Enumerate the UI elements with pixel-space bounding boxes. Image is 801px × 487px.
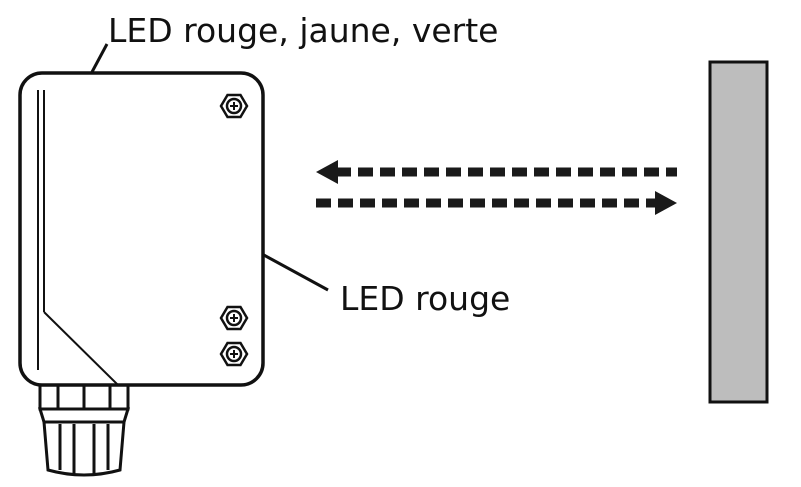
label-led-rouge: LED rouge <box>340 279 510 318</box>
cable-gland <box>37 381 131 477</box>
leader-line-side <box>261 252 329 292</box>
leader-line-top <box>90 43 109 73</box>
arrow-left-icon <box>316 160 677 184</box>
screw-icon <box>219 341 249 367</box>
sensor-body <box>18 71 265 387</box>
screw-icon <box>219 305 249 331</box>
label-led-rouge-jaune-verte: LED rouge, jaune, verte <box>108 11 498 50</box>
arrow-right-icon <box>316 191 677 215</box>
screw-icon <box>219 93 249 119</box>
reflector-target <box>708 60 769 404</box>
